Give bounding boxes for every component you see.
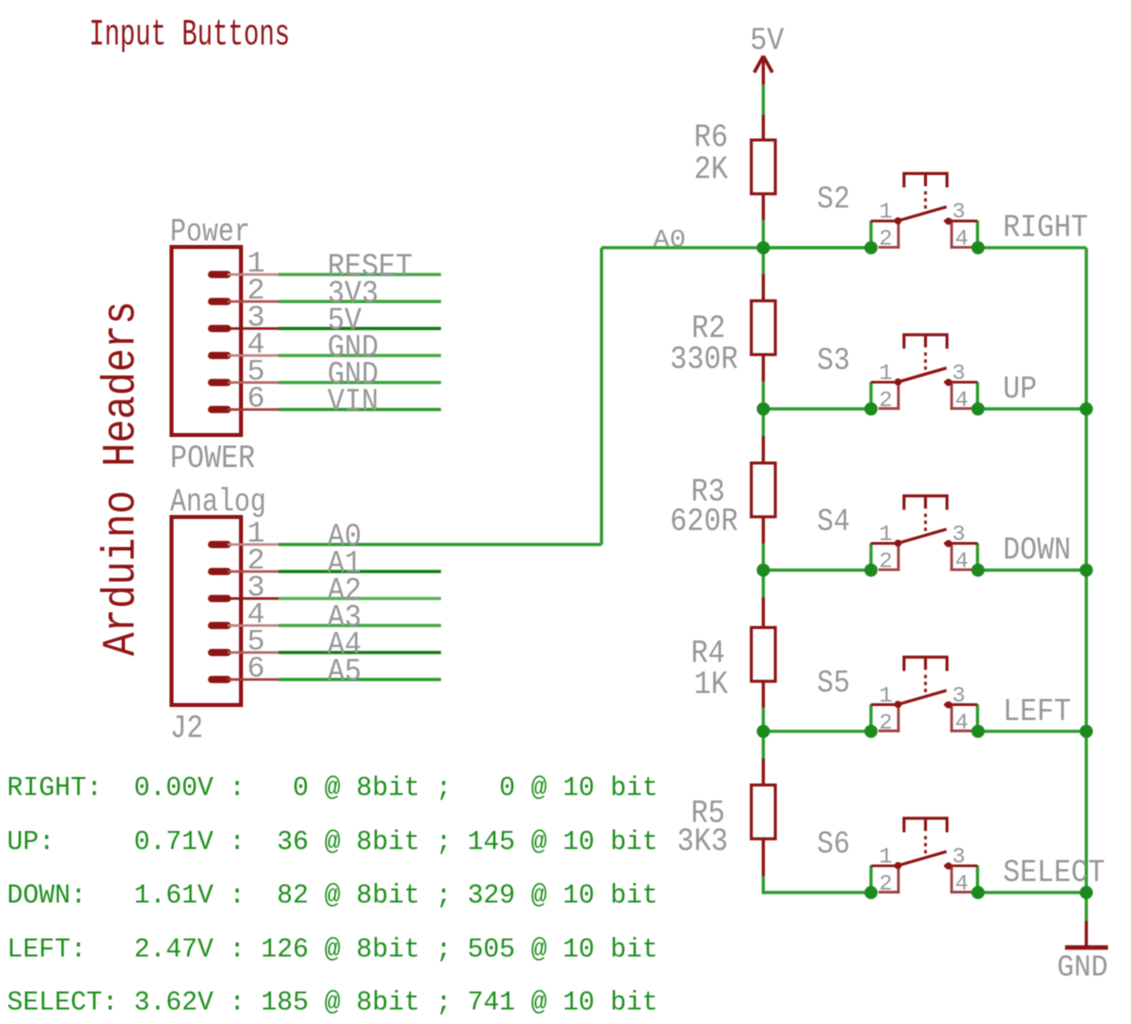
svg-text:S6: S6 (817, 828, 850, 863)
svg-text:RIGHT: 0.00V : 0 @ 8bit ;: RIGHT: 0.00V : 0 @ 8bit ; 0 @ 10 bit (7, 773, 658, 803)
svg-text:4: 4 (955, 548, 968, 574)
svg-text:2: 2 (879, 548, 892, 574)
svg-text:R4: R4 (691, 635, 725, 672)
svg-text:1: 1 (247, 247, 265, 281)
svg-text:A4: A4 (328, 628, 362, 663)
svg-text:VIN: VIN (328, 385, 379, 420)
svg-text:2: 2 (247, 544, 265, 578)
svg-text:3: 3 (952, 844, 965, 870)
svg-text:LEFT: 2.47V : 126 @ 8bit ; 5: LEFT: 2.47V : 126 @ 8bit ; 505 @ 10 bit (7, 935, 658, 965)
svg-text:330R: 330R (670, 341, 738, 378)
svg-text:A1: A1 (328, 547, 362, 582)
svg-text:2: 2 (879, 871, 892, 897)
svg-text:4: 4 (247, 328, 265, 362)
svg-text:620R: 620R (670, 503, 738, 540)
svg-text:GND: GND (1057, 951, 1108, 985)
svg-text:6: 6 (247, 382, 265, 416)
svg-text:R5: R5 (691, 795, 725, 832)
svg-text:2: 2 (247, 274, 265, 308)
svg-text:GND: GND (328, 331, 379, 366)
svg-text:S2: S2 (817, 183, 850, 218)
svg-text:POWER: POWER (170, 440, 255, 477)
svg-text:RIGHT: RIGHT (1003, 211, 1088, 246)
svg-text:4: 4 (955, 226, 968, 252)
svg-text:2: 2 (879, 709, 892, 735)
svg-text:Input Buttons: Input Buttons (89, 15, 290, 57)
svg-text:UP: UP (1003, 372, 1037, 407)
svg-text:SELECT: 3.62V : 185 @ 8bit ; 7: SELECT: 3.62V : 185 @ 8bit ; 741 @ 10 bi… (7, 988, 658, 1018)
svg-text:S4: S4 (817, 505, 850, 540)
svg-text:A3: A3 (328, 601, 362, 636)
svg-text:1: 1 (247, 517, 265, 551)
svg-text:3K3: 3K3 (677, 823, 728, 860)
svg-text:GND: GND (328, 358, 379, 393)
svg-text:R2: R2 (692, 310, 726, 347)
svg-text:S3: S3 (817, 344, 850, 379)
svg-text:Arduino Headers: Arduino Headers (95, 301, 148, 656)
svg-text:S5: S5 (817, 666, 850, 701)
svg-text:4: 4 (247, 598, 265, 632)
svg-text:1: 1 (879, 844, 892, 870)
svg-text:J2: J2 (170, 710, 203, 747)
svg-text:4: 4 (955, 709, 968, 735)
svg-text:RESET: RESET (328, 250, 413, 285)
svg-text:2K: 2K (694, 151, 729, 188)
svg-text:UP: 0.71V : 36 @ 8bit ; 1: UP: 0.71V : 36 @ 8bit ; 145 @ 10 bit (7, 827, 658, 857)
svg-text:A0: A0 (328, 520, 362, 555)
svg-text:DOWN: DOWN (1003, 534, 1071, 569)
svg-text:A2: A2 (328, 574, 362, 609)
svg-text:1: 1 (879, 682, 892, 708)
svg-text:3: 3 (952, 360, 965, 386)
svg-text:5V: 5V (328, 304, 362, 339)
svg-text:3V3: 3V3 (328, 277, 379, 312)
svg-text:SELECT: SELECT (1003, 856, 1105, 891)
svg-text:3: 3 (247, 571, 265, 605)
svg-text:2: 2 (879, 387, 892, 413)
svg-text:4: 4 (955, 871, 968, 897)
svg-text:5: 5 (247, 355, 265, 389)
svg-text:A0: A0 (653, 226, 686, 255)
svg-text:2: 2 (879, 226, 892, 252)
svg-text:6: 6 (247, 652, 265, 686)
svg-text:DOWN: 1.61V : 82 @ 8bit ; 3: DOWN: 1.61V : 82 @ 8bit ; 329 @ 10 bit (7, 881, 658, 911)
svg-text:1: 1 (879, 199, 892, 225)
svg-text:3: 3 (952, 682, 965, 708)
svg-text:1K: 1K (694, 666, 729, 703)
svg-text:4: 4 (955, 387, 968, 413)
svg-text:A5: A5 (328, 655, 362, 690)
svg-text:5V: 5V (750, 24, 784, 59)
svg-text:5: 5 (247, 625, 265, 659)
svg-text:1: 1 (879, 360, 892, 386)
svg-text:Analog: Analog (170, 484, 266, 521)
svg-text:3: 3 (247, 301, 265, 335)
svg-text:R6: R6 (694, 119, 728, 156)
svg-text:Power: Power (170, 214, 250, 251)
svg-text:LEFT: LEFT (1003, 695, 1071, 730)
svg-text:3: 3 (952, 521, 965, 547)
svg-text:1: 1 (879, 521, 892, 547)
svg-text:R3: R3 (691, 474, 725, 511)
svg-text:3: 3 (952, 199, 965, 225)
